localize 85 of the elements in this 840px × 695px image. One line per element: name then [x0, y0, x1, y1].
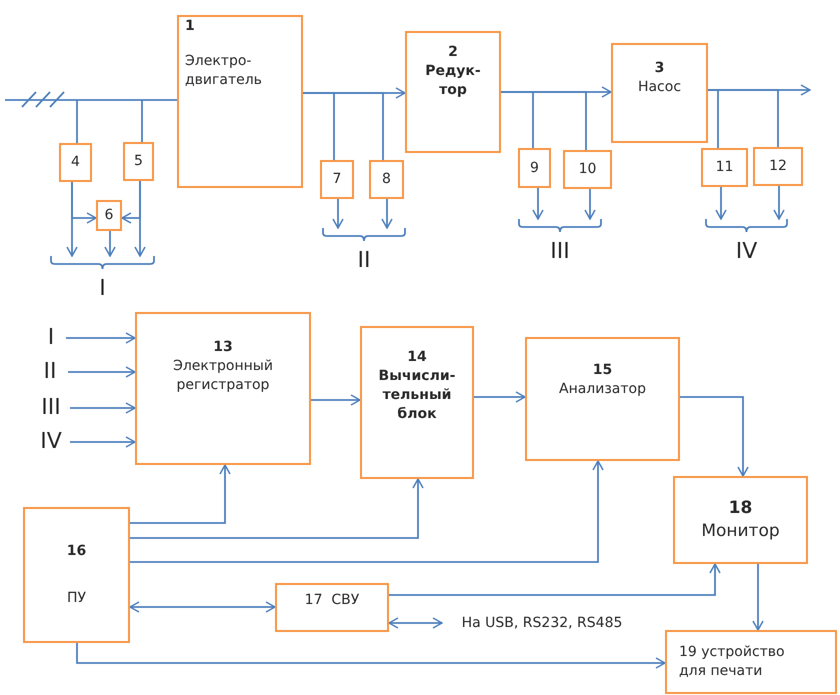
process-box	[665, 630, 837, 694]
interface-note: На USB, RS232, RS485	[462, 614, 622, 632]
process-box	[525, 337, 680, 461]
block-label: Электронный регистратор	[172, 356, 274, 395]
arrow	[388, 617, 443, 629]
block-label: Насос	[638, 78, 682, 97]
block-label: Редук- тор	[424, 62, 482, 100]
process-box	[59, 143, 92, 182]
process-box	[701, 148, 748, 187]
block-label: 7	[332, 170, 342, 189]
block-label: Монитор	[701, 520, 780, 543]
connector-line	[141, 100, 143, 142]
block-label: 6	[104, 206, 114, 225]
block-label: 11	[716, 158, 734, 177]
process-box	[518, 148, 551, 188]
arrow	[129, 601, 276, 613]
process-box	[405, 31, 501, 153]
arrow	[130, 478, 424, 539]
arrow	[332, 199, 344, 229]
arrow	[584, 189, 596, 220]
input-label: IV	[40, 431, 62, 453]
process-box	[135, 312, 311, 465]
connector-line	[708, 89, 779, 147]
group-label: II	[358, 250, 370, 272]
block-number: 1	[185, 17, 195, 36]
process-box	[275, 583, 389, 632]
process-box	[360, 326, 474, 479]
input-label: III	[41, 397, 61, 419]
process-box	[673, 476, 808, 564]
arrow	[752, 564, 764, 631]
block-label: Вычисли- тельный блок	[378, 366, 456, 424]
block-label: Анализатор	[559, 380, 646, 399]
arrow	[381, 199, 393, 229]
arrow	[311, 394, 361, 406]
arrow	[715, 187, 727, 220]
block-label: 9	[530, 158, 539, 178]
arrow	[70, 436, 136, 448]
arrow	[134, 181, 146, 257]
block-label: 17 СВУ	[304, 591, 360, 610]
connector-line	[501, 91, 587, 150]
arrow	[389, 563, 721, 596]
block-number: 14	[407, 348, 427, 367]
arrow	[680, 396, 749, 477]
block-label: 4	[71, 153, 80, 172]
process-box	[563, 150, 612, 189]
block-number: 2	[448, 43, 458, 62]
block-number: 18	[728, 497, 752, 520]
block-label: Электро- двигатель	[185, 52, 263, 90]
block-number: 13	[213, 338, 233, 357]
process-box	[177, 15, 303, 188]
process-box	[123, 142, 154, 181]
block-number: 16	[66, 542, 86, 561]
arrow	[76, 643, 666, 669]
process-box	[320, 160, 354, 199]
block-label: 5	[134, 152, 143, 171]
group-label: IV	[736, 241, 758, 263]
block-label: 19 устройство для печати	[679, 643, 786, 681]
group-label: I	[99, 278, 106, 300]
block-number: 15	[592, 361, 612, 380]
input-label: I	[48, 327, 54, 349]
process-box	[23, 507, 130, 643]
process-box	[611, 43, 708, 143]
block-label: ПУ	[66, 589, 86, 608]
arrow	[532, 188, 544, 220]
process-box	[753, 147, 803, 186]
arrow	[70, 402, 136, 414]
input-label: II	[44, 361, 56, 383]
block-label: 12	[769, 157, 787, 176]
block-label: 8	[382, 170, 391, 189]
group-label: III	[550, 241, 570, 263]
arrow	[130, 460, 604, 563]
arrow	[68, 366, 136, 378]
connector-line	[303, 92, 384, 160]
arrow	[773, 186, 785, 220]
connector-line	[76, 100, 78, 143]
process-box	[96, 200, 122, 231]
arrow	[66, 332, 136, 344]
block-number: 3	[654, 59, 664, 78]
arrow	[66, 182, 78, 257]
arrow	[130, 464, 231, 524]
connector-line	[5, 99, 177, 101]
process-box	[369, 160, 404, 199]
block-label: 10	[578, 160, 596, 179]
arrow	[474, 391, 526, 403]
arrow	[104, 231, 116, 257]
